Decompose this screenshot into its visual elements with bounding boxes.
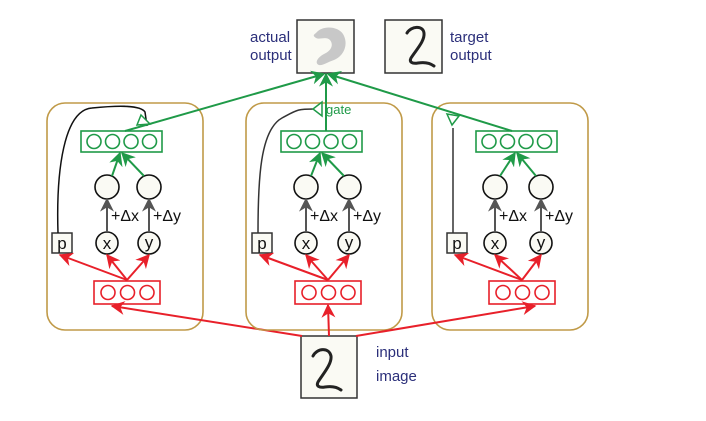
actual-output-label-line1: actual <box>250 29 290 46</box>
p-label: p <box>57 234 66 253</box>
target-output-label-line2: output <box>450 47 493 64</box>
x-node-label: x <box>103 234 112 253</box>
hidden-unit <box>136 174 162 200</box>
encoder-arrow <box>258 252 329 281</box>
encoder-unit <box>301 284 317 301</box>
input-image-label-line1: input <box>376 344 409 361</box>
encoder-layer-box <box>488 280 556 305</box>
actual-output-image <box>296 19 355 74</box>
decoder-unit <box>104 133 121 150</box>
y-node-label: y <box>537 233 546 252</box>
hidden-unit <box>482 174 508 200</box>
encoder-unit <box>119 284 136 301</box>
encoder-arrow <box>58 252 128 281</box>
hidden-unit <box>528 174 554 200</box>
target-output-image <box>384 19 443 74</box>
input-image <box>300 335 358 399</box>
decoder-unit <box>141 133 158 150</box>
delta-y-label: +Δy <box>153 208 181 225</box>
gate-icon <box>135 113 152 126</box>
decoder-arrow <box>308 151 322 177</box>
encoder-arrow <box>106 253 128 281</box>
decoder-unit <box>341 133 358 150</box>
target-output-label-line1: target <box>450 29 489 46</box>
hidden-unit <box>336 174 362 200</box>
encoder-unit <box>340 284 356 301</box>
gate-icon <box>445 113 461 127</box>
encoder-unit <box>320 284 337 301</box>
encoder-arrow <box>453 252 523 281</box>
output-arrow <box>124 70 326 132</box>
input-arrow <box>321 303 336 337</box>
x-node-label: x <box>491 234 500 253</box>
input-image-label-line2: image <box>376 368 417 385</box>
hidden-unit <box>94 174 120 200</box>
decoder-unit <box>536 133 553 150</box>
y-node-label: y <box>145 233 154 252</box>
p-label: p <box>452 234 461 253</box>
encoder-unit <box>139 284 155 301</box>
encoder-unit <box>514 284 531 301</box>
decoder-unit <box>481 133 497 150</box>
encoder-arrow <box>305 253 329 281</box>
delta-y-label: +Δy <box>545 208 573 225</box>
p-label: p <box>257 234 266 253</box>
encoder-arrow <box>126 253 150 281</box>
decoder-unit <box>304 133 321 150</box>
hidden-unit <box>293 174 319 200</box>
actual-output-label-line2: output <box>250 47 293 64</box>
encoder-unit <box>534 284 550 301</box>
decoder-arrow <box>121 151 145 177</box>
capsule-module-middle: x y +Δx +Δy p gate <box>245 100 403 337</box>
module-border <box>245 102 403 331</box>
encoder-arrow <box>521 253 542 281</box>
decoder-unit <box>323 133 339 150</box>
input-arrow <box>355 301 537 337</box>
decoder-unit <box>286 133 302 150</box>
decoder-arrow <box>499 151 516 177</box>
module-border <box>431 102 589 331</box>
decoder-unit <box>86 133 102 150</box>
gate-label: gate <box>326 102 351 117</box>
encoder-layer-box <box>93 280 161 305</box>
module-border <box>46 102 204 331</box>
encoder-arrow <box>327 253 350 281</box>
capsule-module-right: x y +Δx +Δy p <box>355 102 589 337</box>
encoder-unit <box>495 284 511 301</box>
delta-x-label: +Δx <box>111 208 139 225</box>
encoder-layer-box <box>294 280 362 305</box>
decoder-arrow <box>321 151 345 177</box>
decoder-arrow <box>109 151 123 177</box>
decoder-arrow <box>516 151 537 177</box>
gate-control-line <box>257 108 315 234</box>
decoder-unit <box>123 133 139 150</box>
gate-control-line <box>56 105 148 234</box>
capsule-module-left: x y +Δx +Δy p <box>46 102 303 337</box>
input-arrow <box>110 301 303 337</box>
encoder-arrow <box>493 254 523 281</box>
delta-x-label: +Δx <box>310 208 338 225</box>
y-node-label: y <box>345 233 354 252</box>
delta-x-label: +Δx <box>499 208 527 225</box>
x-node-label: x <box>302 234 311 253</box>
output-arrow <box>326 71 513 132</box>
encoder-unit <box>100 284 116 301</box>
gate-icon <box>311 100 323 118</box>
decoder-unit <box>499 133 516 150</box>
delta-y-label: +Δy <box>353 208 381 225</box>
decoder-unit <box>518 133 534 150</box>
